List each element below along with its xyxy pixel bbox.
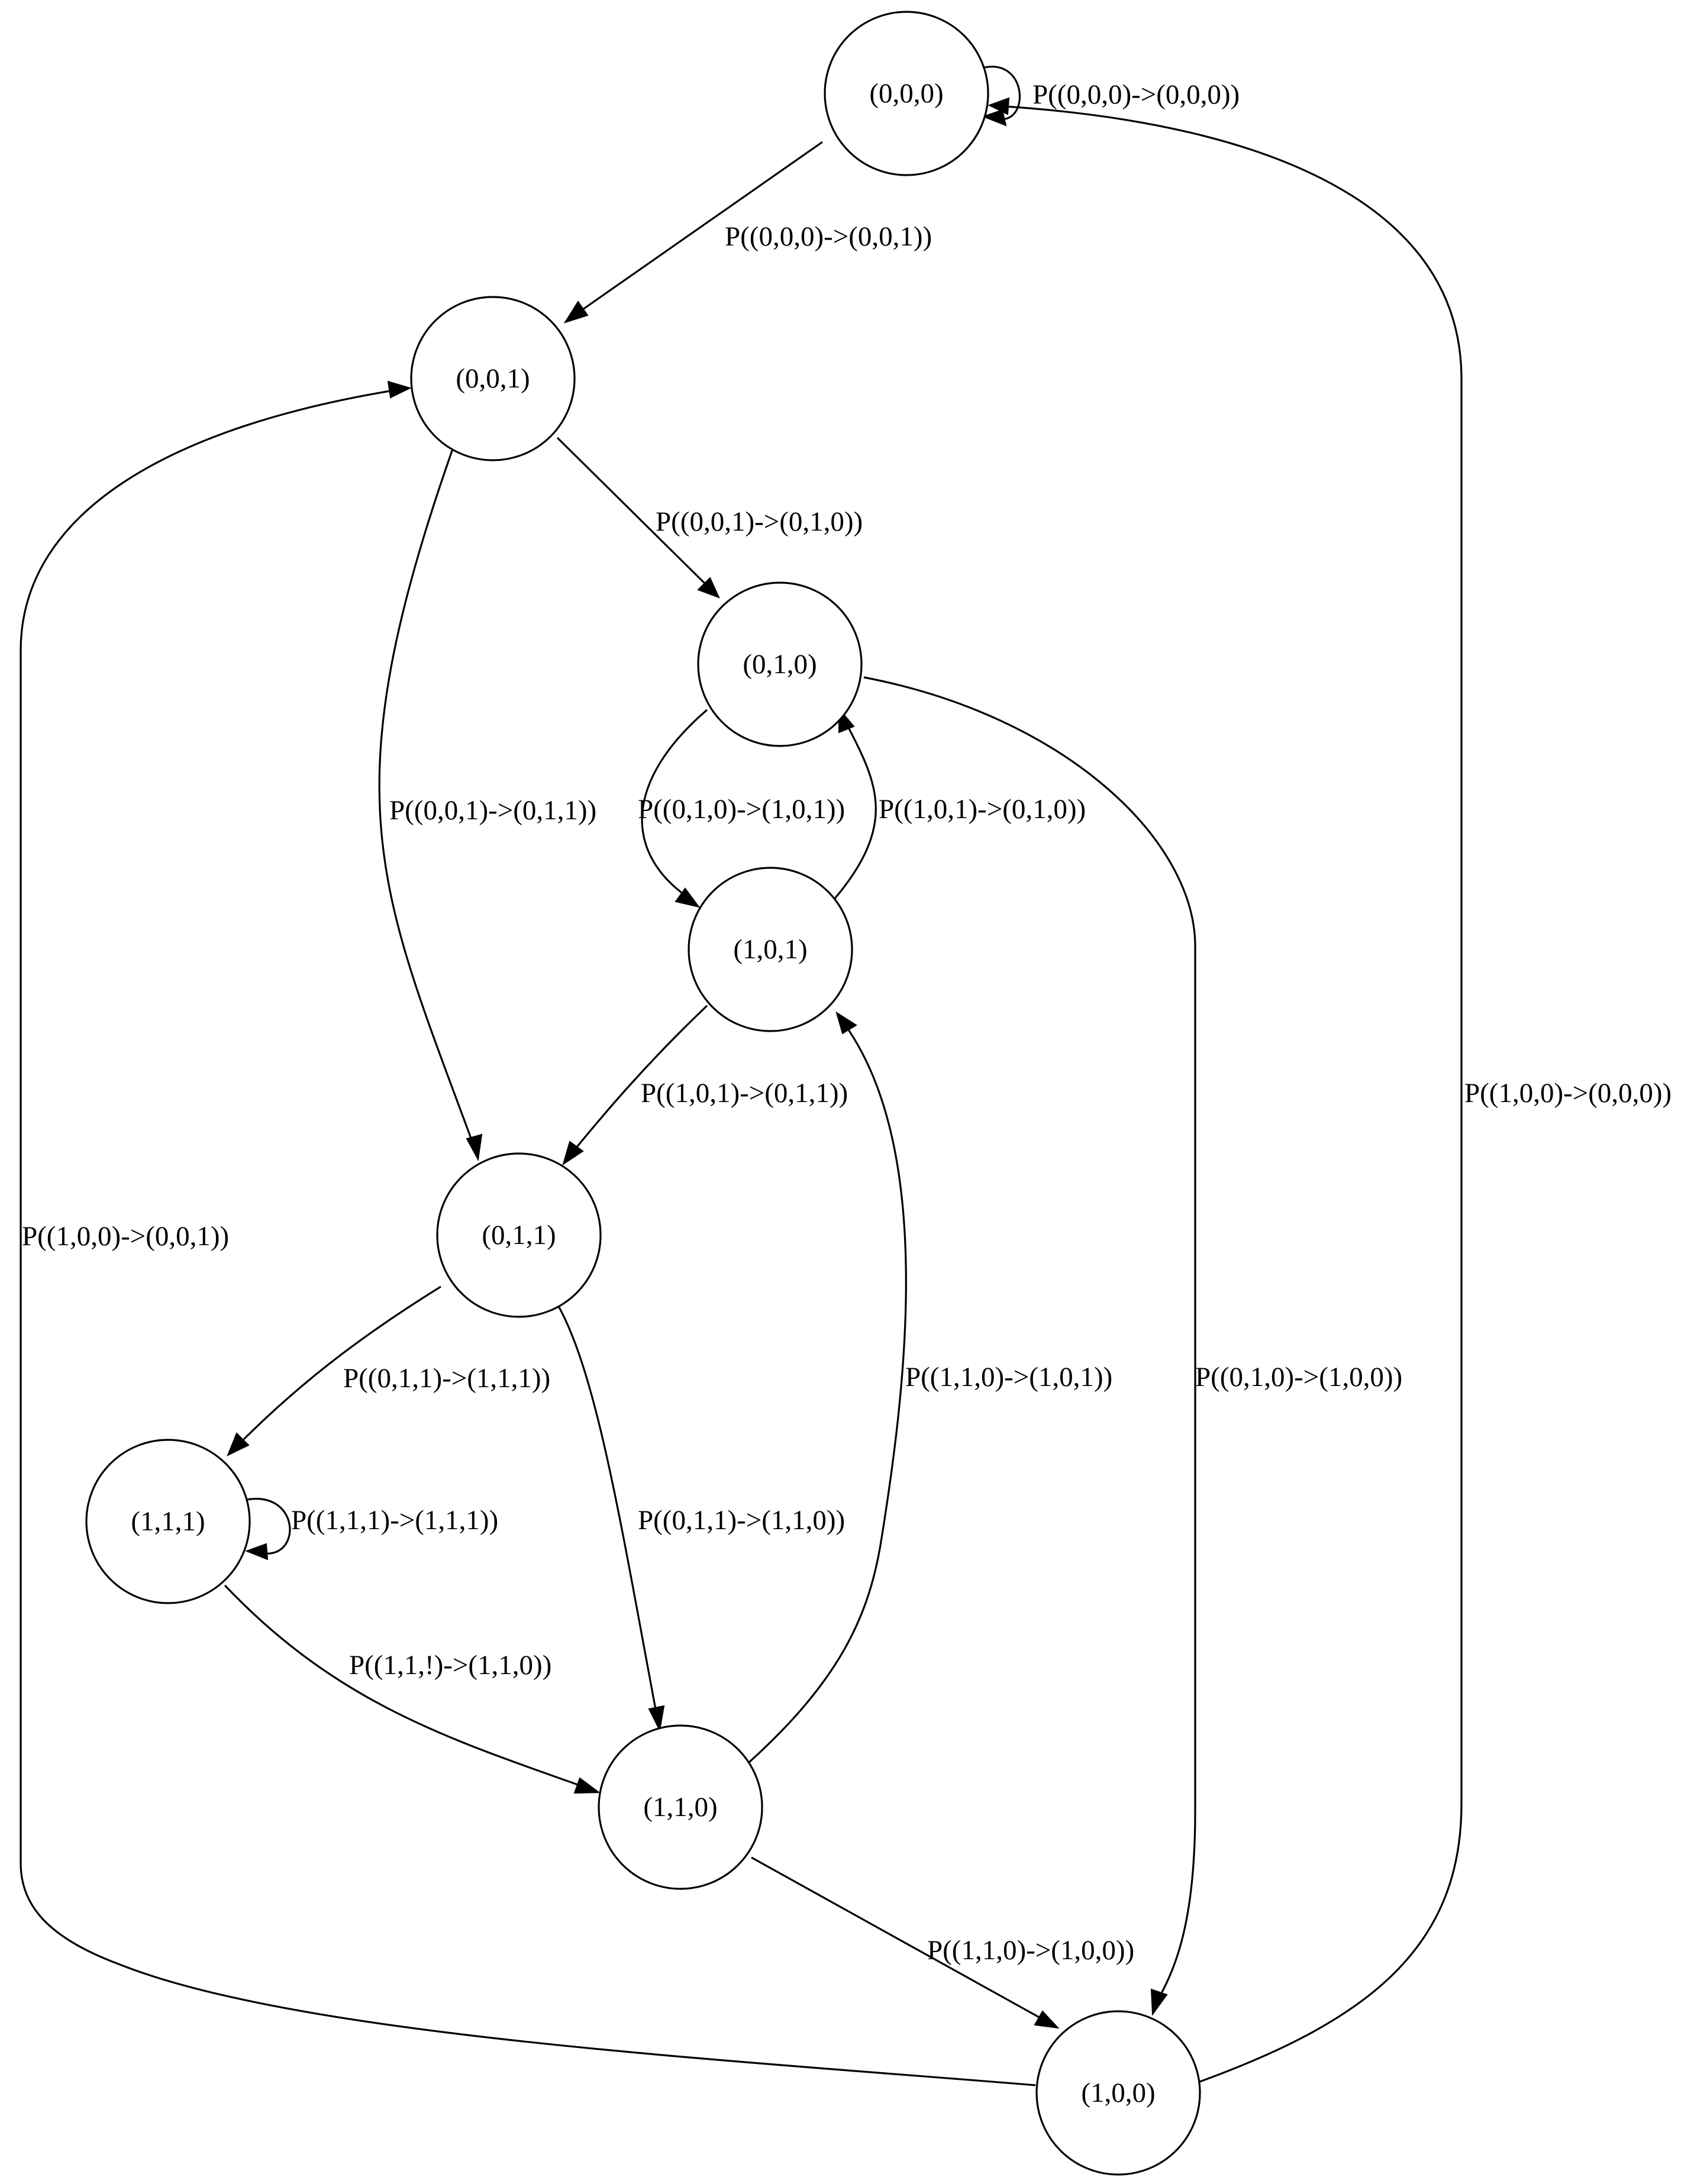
node-000: (0,0,0) [824,11,989,176]
node-101-label: (1,0,1) [733,934,807,965]
node-110: (1,1,0) [598,1724,763,1890]
arrowhead-000-001 [563,301,589,324]
edge-001-010 [556,437,708,587]
arrowhead-001-011 [466,1133,483,1162]
arrowhead-011-111 [227,1432,250,1457]
edge-label-111-110: P((1,1,!)->(1,1,0)) [349,1650,551,1681]
node-100-label: (1,0,0) [1081,2078,1155,2108]
node-011: (0,1,1) [436,1152,602,1318]
edge-100-001 [20,389,1036,2086]
node-101-circle [688,867,853,1032]
node-110-label: (1,1,0) [643,1792,717,1823]
edge-label-101-010: P((1,0,1)->(0,1,0)) [879,794,1086,825]
node-110-circle [598,1724,763,1890]
edge-label-111-111: P((1,1,1)->(1,1,1)) [291,1505,498,1536]
nodes: (0,0,0) (0,0,1) (0,1,0) (1,0,1) (0,1,1) … [85,11,1201,2176]
edge-label-100-000: P((1,0,0)->(0,0,0)) [1464,1078,1671,1109]
arrowhead-000-000 [982,109,1007,127]
edge-111-111 [246,1498,291,1555]
node-000-circle [824,11,989,176]
edge-label-011-110: P((0,1,1)->(1,1,0)) [638,1505,845,1536]
arrowhead-111-111 [245,1543,269,1561]
arrowhead-010-100 [1150,1988,1168,2016]
node-001-label: (0,0,1) [456,363,530,394]
edge-010-101 [641,709,708,897]
edge-101-010 [833,722,877,900]
edge-110-100 [751,1856,1045,2021]
edge-001-011 [378,440,475,1145]
edge-000-001 [576,141,823,315]
node-111-circle [85,1439,251,1604]
edge-110-101 [747,1026,907,1764]
edge-011-110 [558,1307,658,1716]
edge-label-010-100: P((0,1,0)->(1,0,0)) [1195,1362,1402,1393]
edge-label-001-010: P((0,0,1)->(0,1,0)) [656,506,863,537]
node-100-circle [1035,2010,1201,2176]
arrowhead-110-101 [835,1011,857,1035]
arrowhead-110-100 [1034,2010,1060,2029]
edge-labels: P((0,0,0)->(0,0,0)) P((0,0,0)->(0,0,1)) … [22,79,1671,1966]
edge-000-000 [981,66,1021,120]
node-001-circle [410,296,576,461]
edge-label-010-101: P((0,1,0)->(1,0,1)) [638,794,845,825]
arrowhead-001-010 [697,577,720,599]
node-111-label: (1,1,1) [131,1506,205,1537]
node-010-label: (0,1,0) [743,649,817,680]
node-010: (0,1,0) [697,581,863,747]
edge-101-011 [573,1004,708,1152]
edge-label-000-001: P((0,0,0)->(0,0,1)) [725,221,932,252]
edge-011-111 [238,1285,441,1445]
edge-label-110-100: P((1,1,0)->(1,0,0)) [927,1935,1134,1966]
node-011-label: (0,1,1) [482,1220,556,1251]
edges [20,66,1463,2086]
arrowhead-100-001 [387,380,412,399]
arrowhead-011-110 [648,1705,665,1733]
node-010-circle [697,581,863,747]
edge-010-100 [863,676,1196,1997]
node-001: (0,0,1) [410,296,576,461]
edge-100-000 [1005,105,1463,2083]
edge-label-100-001: P((1,0,0)->(0,0,1)) [22,1221,229,1252]
edge-label-011-111: P((0,1,1)->(1,1,1)) [343,1363,550,1394]
node-000-label: (0,0,0) [869,78,943,109]
node-100: (1,0,0) [1035,2010,1201,2176]
node-111: (1,1,1) [85,1439,251,1604]
arrowhead-101-011 [562,1141,584,1166]
edge-label-001-011: P((0,0,1)->(0,1,1)) [389,795,596,826]
arrowhead-010-101 [675,887,701,908]
edge-label-000-000: P((0,0,0)->(0,0,0)) [1032,79,1240,110]
arrowhead-111-110 [573,1777,601,1794]
node-011-circle [436,1152,602,1318]
edge-label-110-101: P((1,1,0)->(1,0,1)) [905,1362,1112,1393]
edge-label-101-011: P((1,0,1)->(0,1,1)) [641,1078,848,1109]
arrowhead-100-000 [988,97,1010,115]
edge-111-110 [224,1584,583,1788]
node-101: (1,0,1) [688,867,853,1032]
